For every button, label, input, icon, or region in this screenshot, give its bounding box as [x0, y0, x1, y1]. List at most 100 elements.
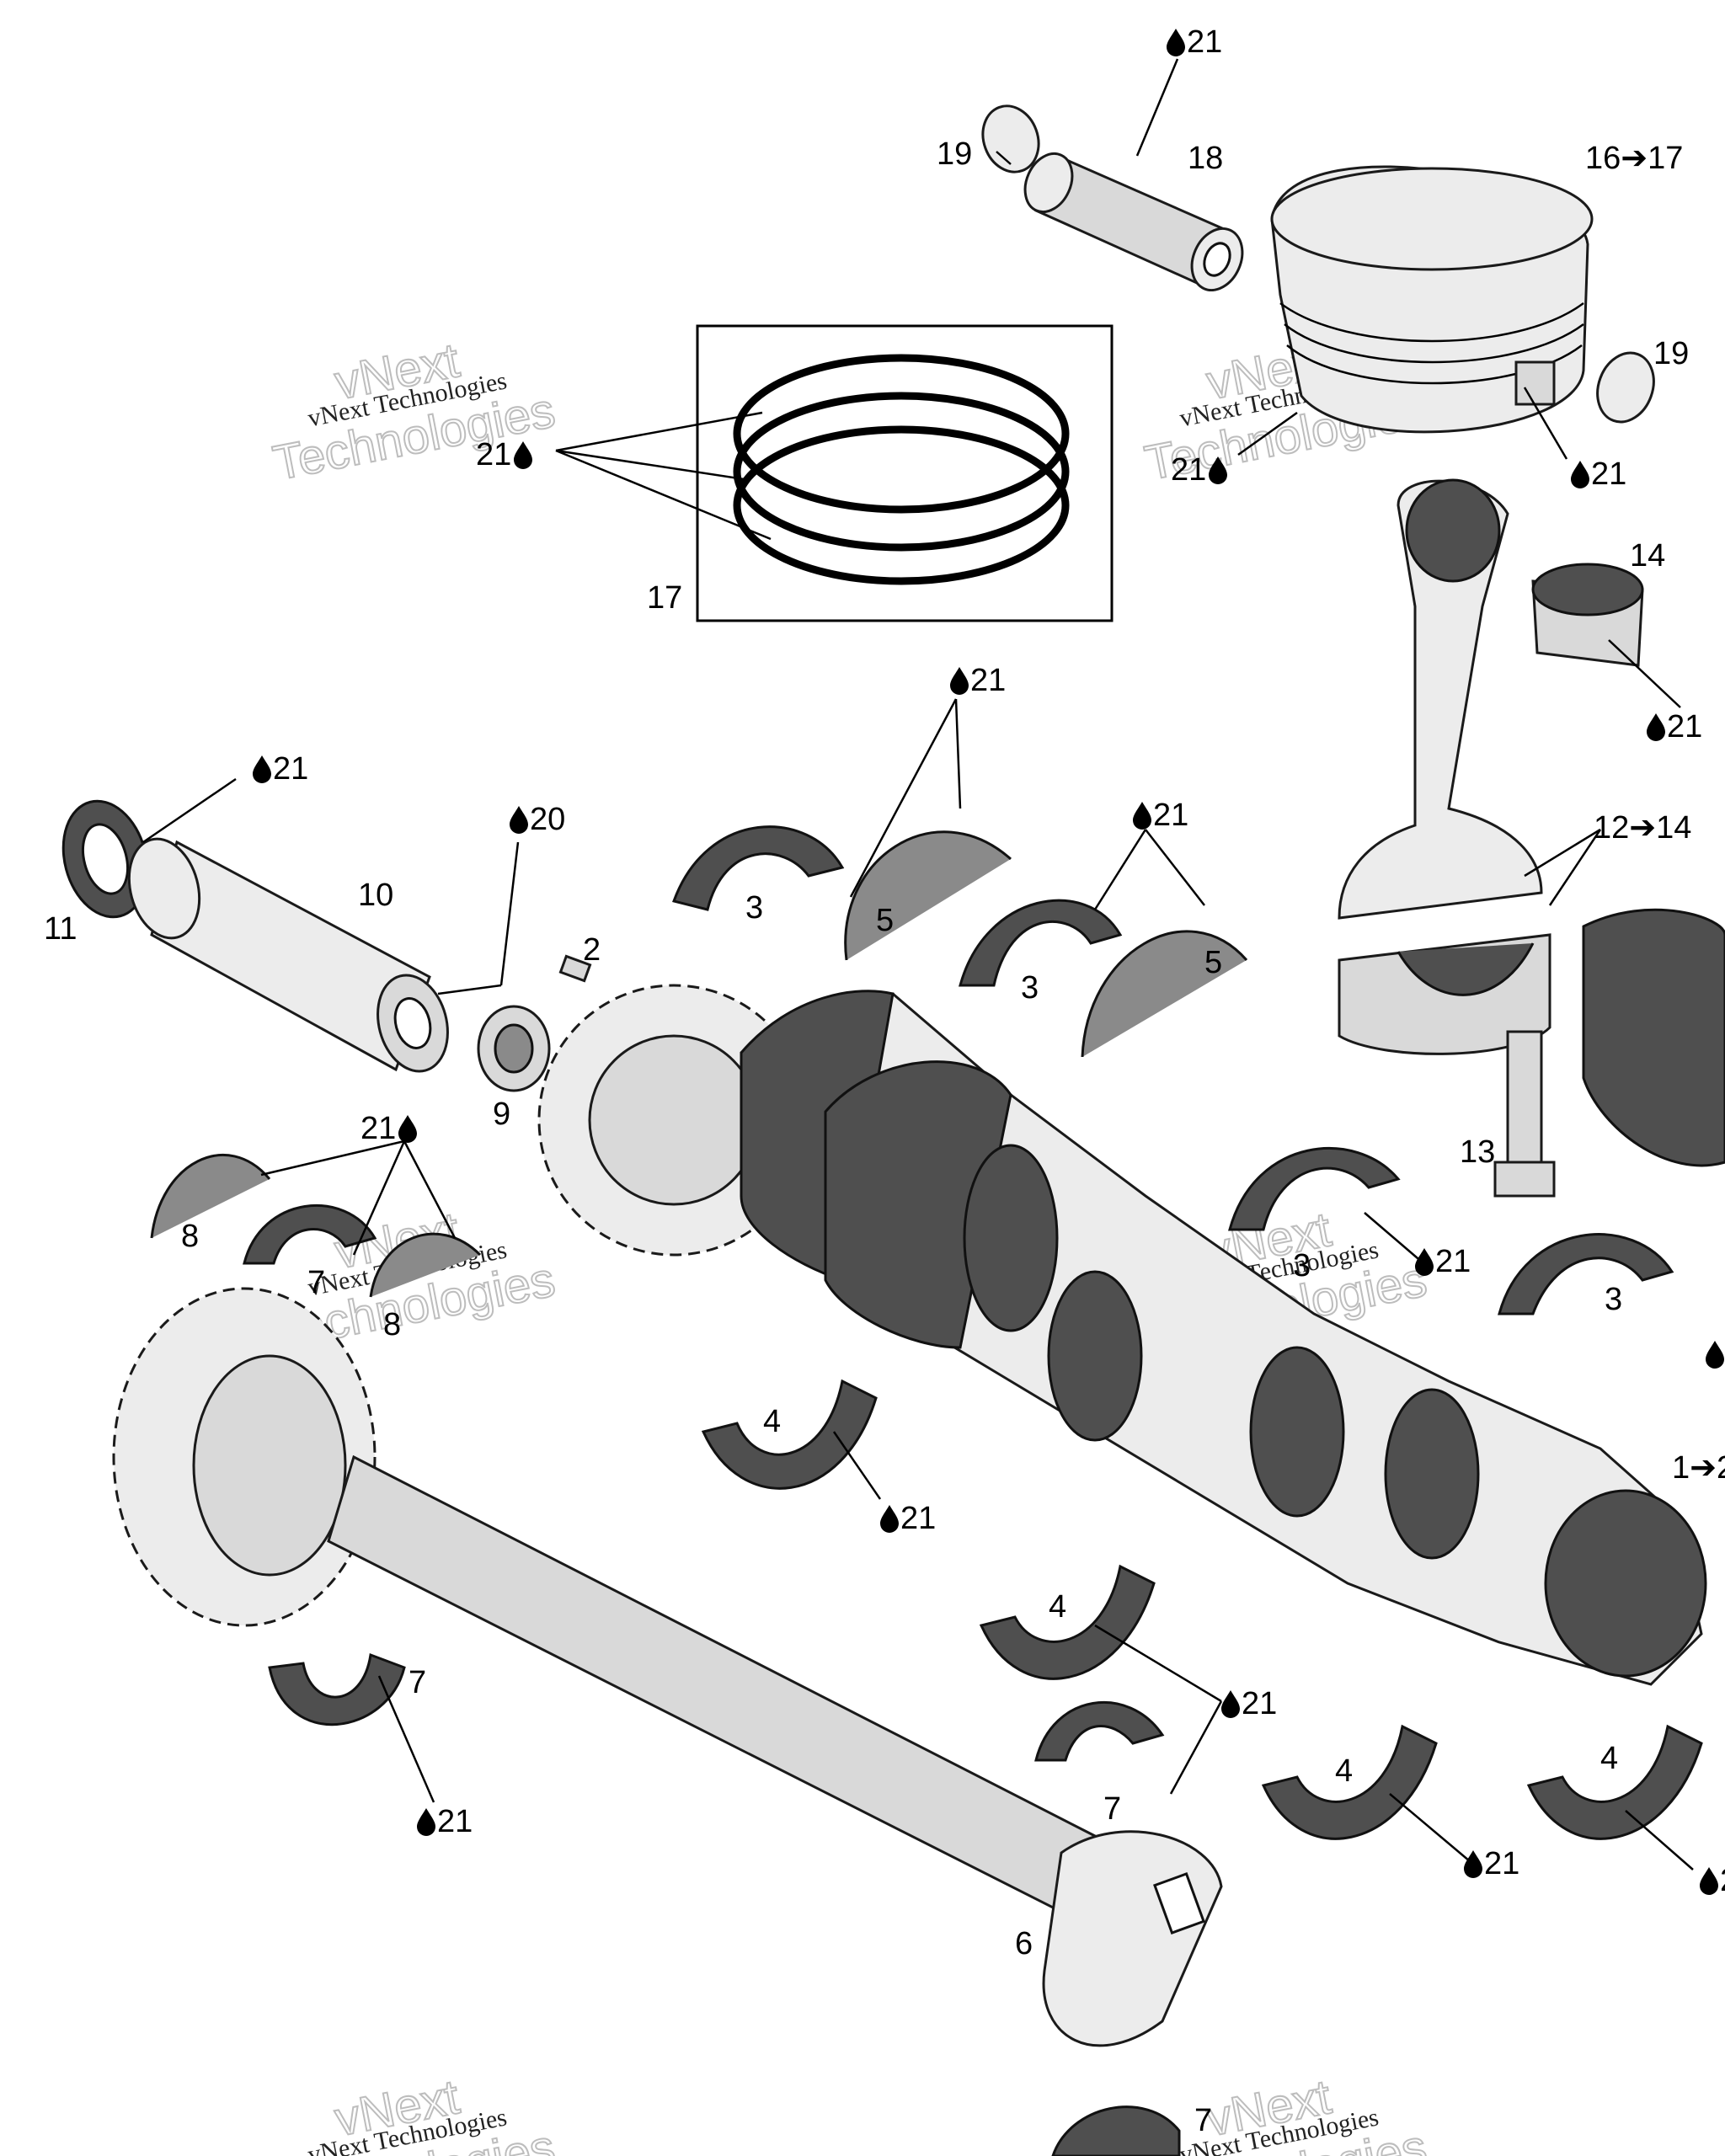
callout-c47: 7	[1194, 2103, 1212, 2138]
callout-text: 6	[1015, 1926, 1033, 1961]
callout-c12: 21	[950, 663, 1006, 698]
callout-c34: 4	[763, 1404, 781, 1439]
callout-c25: 21	[360, 1111, 417, 1146]
thrust-washer-8b	[369, 1232, 482, 1298]
callout-text: 21	[1435, 1244, 1471, 1279]
callout-text: 4	[763, 1404, 781, 1439]
callout-c40: 7	[1103, 1791, 1121, 1827]
callout-text: 7	[1103, 1791, 1121, 1827]
callout-text: 21	[360, 1111, 396, 1146]
callout-c16: 11	[44, 911, 77, 947]
callout-text: 4	[1600, 1741, 1618, 1776]
oil-drop-icon	[1167, 29, 1185, 56]
balancer-bearing-7a	[243, 1203, 377, 1265]
oil-drop-icon	[1221, 1690, 1240, 1718]
oil-drop-icon	[1133, 802, 1151, 830]
callout-c18: 5	[876, 903, 894, 938]
balancer-bearing-7c	[1034, 1700, 1165, 1762]
main-bearing-4a	[701, 1379, 878, 1490]
piston-pin	[1023, 152, 1244, 292]
callout-c10: 14	[1630, 538, 1665, 574]
callout-c13: 21	[253, 751, 308, 787]
callout-text: 3	[1605, 1282, 1622, 1317]
oil-drop-icon	[398, 1115, 417, 1143]
callout-text: 7	[1194, 2103, 1212, 2138]
callout-c4: 16➔17	[1585, 141, 1683, 176]
oil-drop-icon	[1700, 1867, 1718, 1895]
main-bearing-3a	[672, 825, 845, 911]
callout-text: 21	[1667, 709, 1702, 744]
callout-c35: 21	[880, 1501, 936, 1536]
dowel-pin	[558, 954, 592, 983]
callout-text: 21	[273, 751, 308, 787]
crankshaft	[740, 990, 1707, 1686]
callout-c41: 21	[417, 1804, 473, 1839]
callout-c43: 4	[1600, 1741, 1618, 1776]
balancer-gear	[112, 1287, 377, 1627]
rod-bearing-right	[1582, 908, 1725, 1167]
callout-text: 21	[900, 1501, 936, 1536]
callout-text: 12➔14	[1594, 810, 1691, 846]
callout-text: 10	[358, 878, 393, 913]
oil-drop-icon	[950, 667, 969, 695]
callout-c1: 21	[1167, 24, 1222, 60]
callout-c42: 4	[1335, 1753, 1353, 1789]
callout-c2: 19	[937, 136, 972, 172]
callout-c39: 7	[409, 1665, 426, 1700]
callout-c11: 21	[1647, 709, 1702, 744]
balancer-bearing-7b	[268, 1652, 406, 1726]
callout-c3: 18	[1188, 141, 1223, 176]
callout-text: 21	[970, 663, 1006, 698]
callout-c32: 3	[1605, 1282, 1622, 1317]
piston-pin-circlip-left	[981, 104, 1040, 173]
callout-text: 21	[1242, 1686, 1277, 1721]
connecting-rod	[1338, 478, 1551, 1055]
needle-bearing	[477, 1005, 551, 1092]
callout-c30: 3	[1293, 1248, 1311, 1283]
callout-text: 21	[1484, 1846, 1519, 1881]
callout-text: 13	[1460, 1134, 1495, 1170]
callout-text: 21	[437, 1804, 473, 1839]
callout-c6: 21	[1571, 456, 1626, 492]
callout-text: 11	[44, 911, 77, 947]
balancer-bearing-7d	[1051, 2105, 1181, 2156]
callout-text: 3	[1021, 970, 1039, 1006]
callout-text: 18	[1188, 141, 1223, 176]
main-bearing-3b	[959, 899, 1123, 987]
callout-text: 5	[1204, 945, 1222, 980]
thrust-washer-5b	[1081, 930, 1248, 1058]
oil-drop-icon	[417, 1808, 435, 1836]
oil-drop-icon	[1571, 461, 1589, 488]
callout-c24: 9	[493, 1097, 510, 1132]
thrust-washer-5a	[844, 830, 1012, 961]
callout-c31: 21	[1415, 1244, 1471, 1279]
callout-text: 7	[409, 1665, 426, 1700]
callout-c20: 12➔14	[1594, 810, 1691, 846]
callout-c17: 3	[745, 890, 763, 926]
piston-pin-circlip-right	[1596, 351, 1655, 424]
oil-drop-icon	[253, 755, 271, 783]
callout-c37: 4	[1049, 1589, 1066, 1625]
callout-c5: 19	[1653, 336, 1689, 371]
callout-text: 2	[583, 932, 601, 968]
callout-c38: 21	[1221, 1686, 1277, 1721]
main-bearing-4b	[979, 1564, 1156, 1680]
main-bearing-3c	[1228, 1147, 1401, 1231]
callout-text: 21	[1591, 456, 1626, 492]
main-bearing-3d	[1498, 1233, 1674, 1315]
callout-text: 3	[1293, 1248, 1311, 1283]
callout-text: 19	[937, 136, 972, 172]
callout-c19: 21	[1133, 798, 1188, 833]
callout-text: 4	[1049, 1589, 1066, 1625]
callout-c23: 2	[583, 932, 601, 968]
leader-lines	[142, 58, 1694, 1870]
callout-text: 7	[307, 1265, 325, 1300]
callout-text: 8	[383, 1307, 401, 1342]
callout-c46: 6	[1015, 1926, 1033, 1961]
callout-c29: 13	[1460, 1134, 1495, 1170]
callout-c21: 3	[1021, 970, 1039, 1006]
